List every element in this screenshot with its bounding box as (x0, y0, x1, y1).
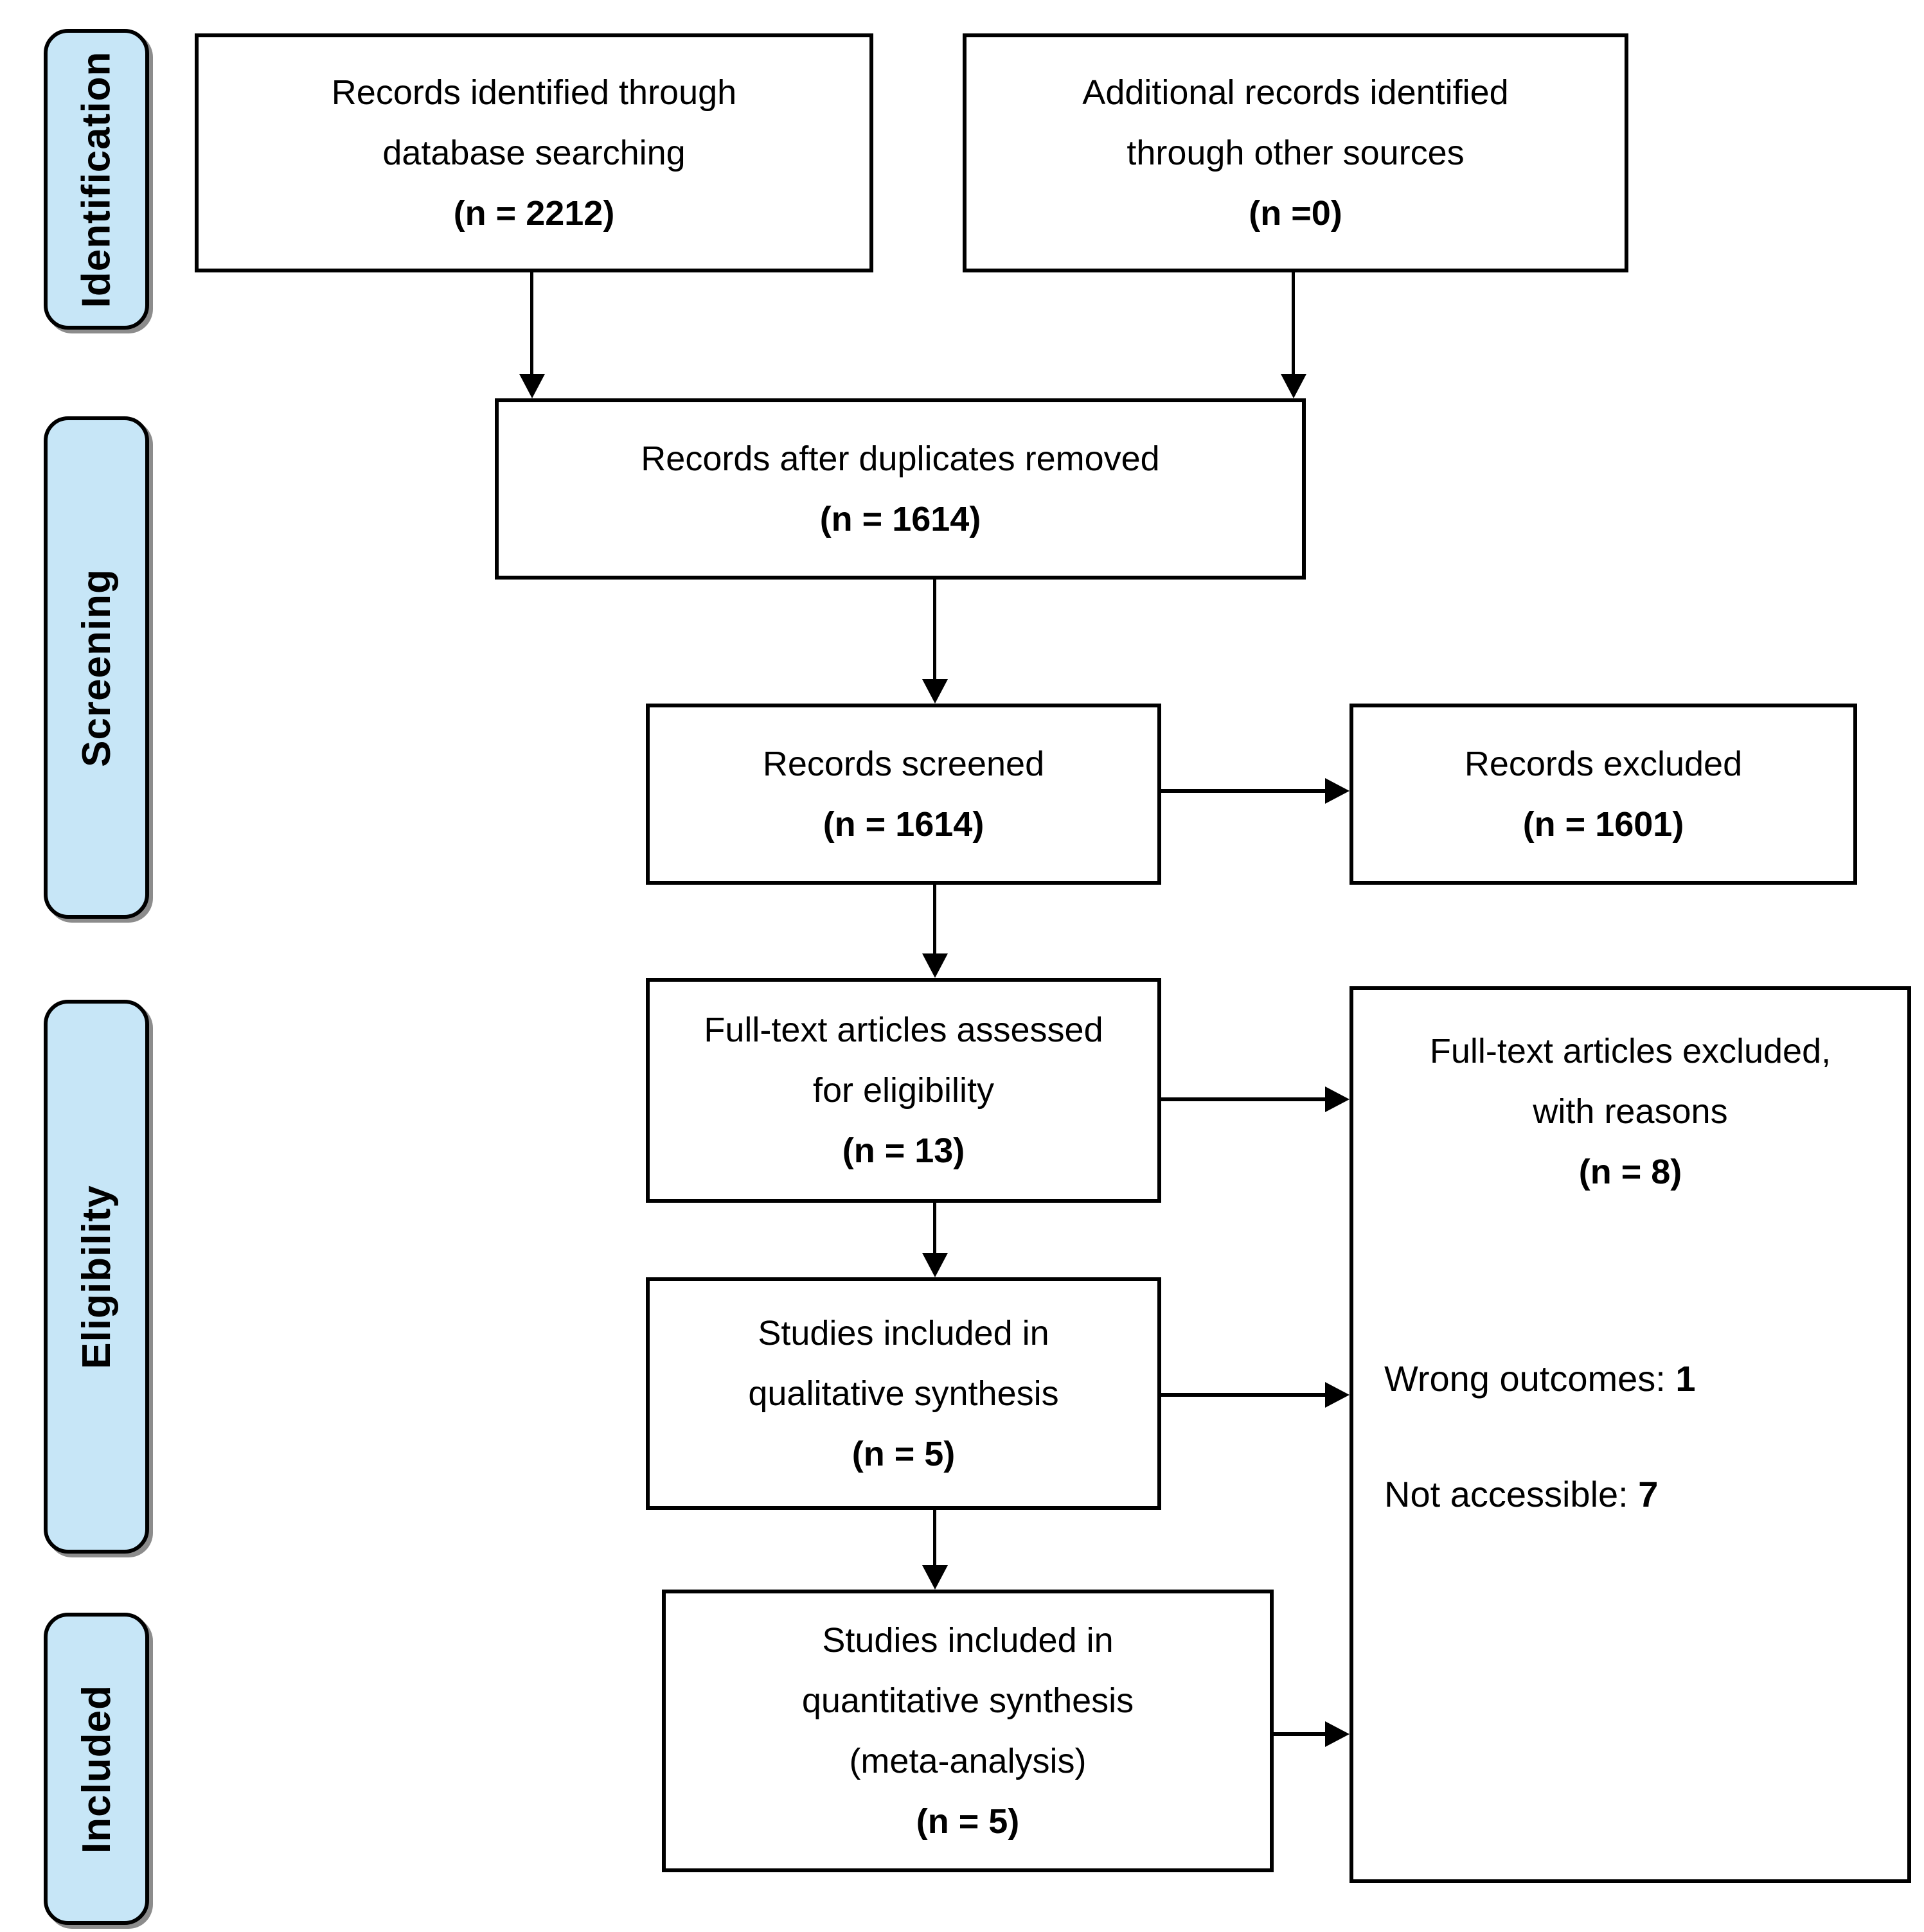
box-fulltext-excluded-count: (n = 8) (1578, 1153, 1682, 1191)
box-qualitative-synthesis-line2: qualitative synthesis (748, 1374, 1059, 1413)
arrow-line (530, 272, 533, 377)
arrowhead-right-icon (1325, 1721, 1349, 1747)
arrowhead-right-icon (1325, 778, 1349, 804)
arrow-line (1292, 272, 1295, 377)
box-duplicates-removed-line1: Records after duplicates removed (641, 439, 1160, 478)
box-quantitative-synthesis: Studies included in quantitative synthes… (662, 1590, 1274, 1872)
box-quantitative-synthesis-line1: Studies included in (822, 1621, 1114, 1660)
box-records-screened-count: (n = 1614) (823, 805, 984, 844)
box-quantitative-synthesis-count: (n = 5) (916, 1802, 1020, 1841)
exclusion-reason-wrong-outcomes: Wrong outcomes: 1 (1353, 1349, 1696, 1409)
arrow-line (933, 580, 936, 680)
arrow-line (933, 1510, 936, 1568)
stage-label-eligibility-text: Eligibility (74, 1184, 119, 1369)
box-qualitative-synthesis-line1: Studies included in (758, 1314, 1049, 1352)
stage-label-identification: Identification (44, 29, 149, 330)
exclusion-reason-wrong-outcomes-label: Wrong outcomes: (1384, 1358, 1676, 1399)
box-fulltext-assessed-line2: for eligibility (812, 1071, 995, 1110)
arrow-line (1274, 1732, 1326, 1736)
box-records-screened-line1: Records screened (762, 745, 1045, 783)
box-fulltext-assessed: Full-text articles assessed for eligibil… (646, 978, 1161, 1203)
box-fulltext-excluded-line2: with reasons (1533, 1092, 1728, 1131)
stage-label-identification-text: Identification (74, 51, 119, 308)
arrowhead-down-icon (922, 679, 948, 704)
arrowhead-down-icon (1281, 374, 1306, 398)
arrow-line (933, 885, 936, 956)
box-qualitative-synthesis: Studies included in qualitative synthesi… (646, 1277, 1161, 1510)
exclusion-reason-not-accessible: Not accessible: 7 (1353, 1464, 1658, 1525)
stage-label-included-text: Included (74, 1684, 119, 1854)
stage-label-included: Included (44, 1613, 149, 1925)
box-duplicates-removed-count: (n = 1614) (819, 500, 981, 538)
box-additional-records-count: (n =0) (1249, 194, 1342, 233)
box-records-screened: Records screened (n = 1614) (646, 704, 1161, 885)
arrow-line (1161, 1393, 1326, 1397)
box-records-excluded: Records excluded (n = 1601) (1349, 704, 1857, 885)
box-additional-records-line1: Additional records identified (1082, 73, 1509, 112)
box-records-identified-count: (n = 2212) (453, 194, 615, 233)
stage-label-screening-text: Screening (74, 568, 119, 767)
arrowhead-down-icon (922, 953, 948, 978)
box-records-excluded-count: (n = 1601) (1522, 805, 1684, 844)
box-records-identified-line1: Records identified through (331, 73, 737, 112)
arrowhead-down-icon (922, 1253, 948, 1277)
box-records-identified-line2: database searching (382, 134, 686, 172)
arrow-line (933, 1203, 936, 1255)
box-duplicates-removed: Records after duplicates removed (n = 16… (495, 398, 1306, 580)
arrow-line (1161, 789, 1326, 793)
exclusion-reason-wrong-outcomes-value: 1 (1675, 1358, 1696, 1399)
arrowhead-right-icon (1325, 1382, 1349, 1408)
arrowhead-down-icon (922, 1565, 948, 1590)
box-fulltext-assessed-line1: Full-text articles assessed (704, 1011, 1103, 1049)
arrowhead-down-icon (519, 374, 545, 398)
box-additional-records-line2: through other sources (1127, 134, 1465, 172)
box-fulltext-excluded-line1: Full-text articles excluded, (1429, 1032, 1831, 1070)
box-fulltext-assessed-count: (n = 13) (842, 1131, 965, 1170)
exclusion-reason-not-accessible-label: Not accessible: (1384, 1474, 1639, 1514)
box-qualitative-synthesis-count: (n = 5) (851, 1435, 956, 1473)
stage-label-eligibility: Eligibility (44, 1000, 149, 1554)
box-quantitative-synthesis-line3: (meta-analysis) (849, 1742, 1087, 1780)
exclusion-reason-not-accessible-value: 7 (1638, 1474, 1659, 1514)
box-quantitative-synthesis-line2: quantitative synthesis (801, 1681, 1134, 1720)
stage-label-screening: Screening (44, 416, 149, 919)
arrowhead-right-icon (1325, 1086, 1349, 1112)
box-records-excluded-line1: Records excluded (1464, 745, 1743, 783)
arrow-line (1161, 1097, 1326, 1101)
box-additional-records: Additional records identified through ot… (963, 33, 1628, 272)
box-fulltext-excluded: Full-text articles excluded, with reason… (1349, 986, 1911, 1883)
box-records-identified: Records identified through database sear… (195, 33, 873, 272)
